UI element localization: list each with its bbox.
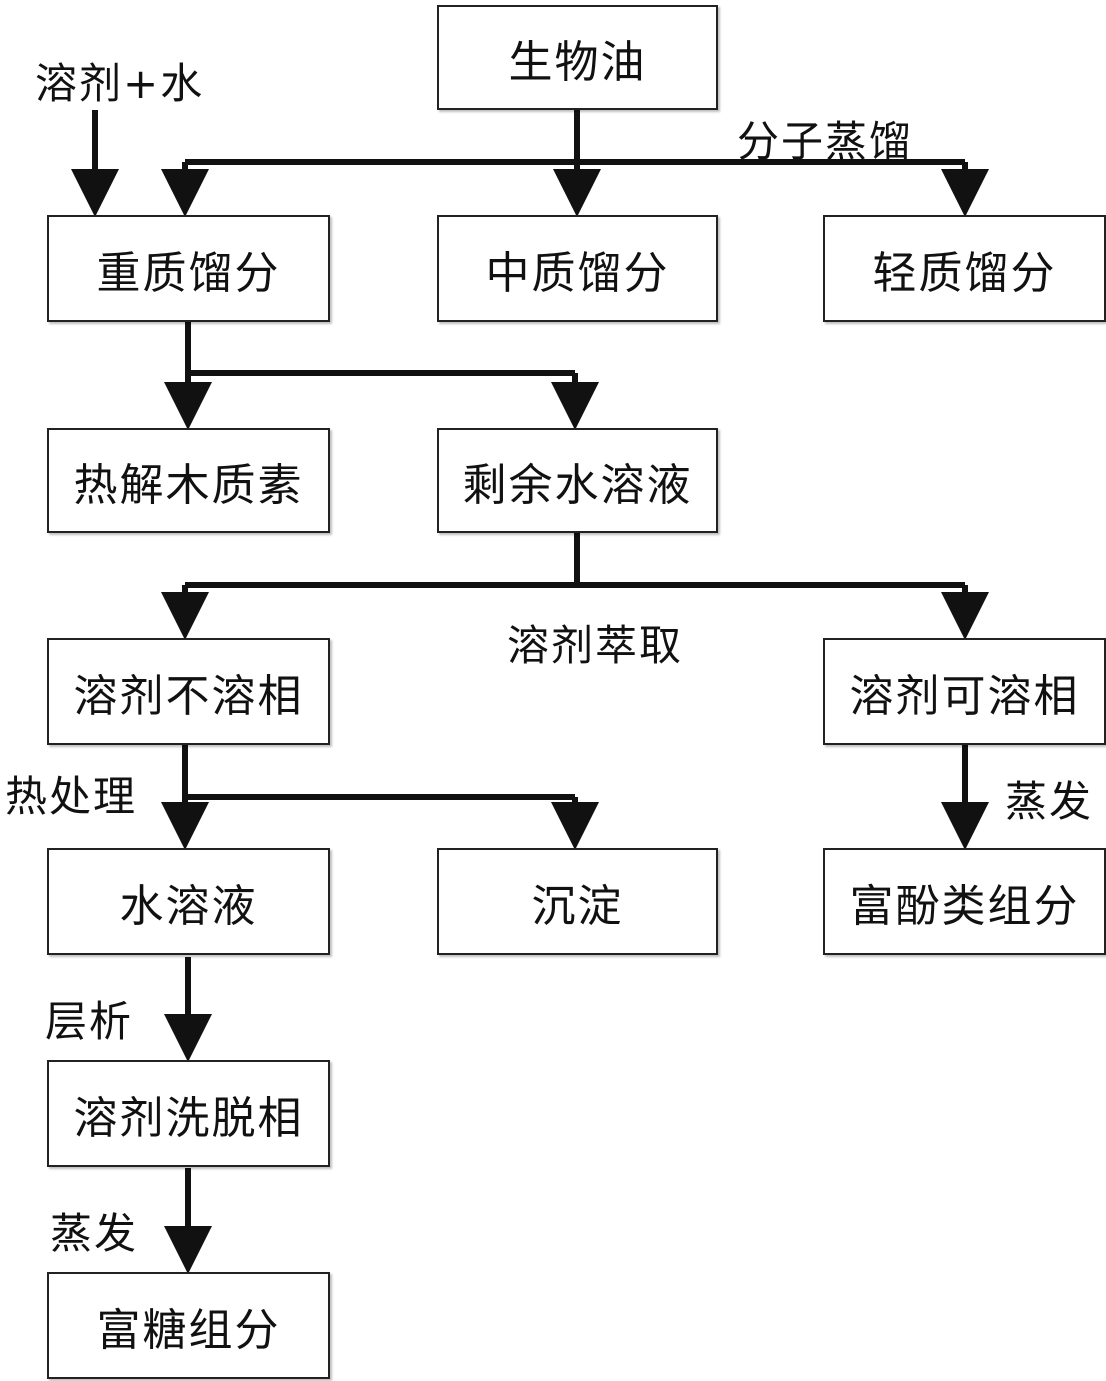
node-middle-fraction: 中质馏分 [437, 215, 718, 322]
label-solvent-water: 溶剂+水 [35, 50, 204, 111]
label-evaporation-right: 蒸发 [1005, 768, 1093, 829]
label-chromatography: 层析 [45, 988, 133, 1049]
node-pyrolytic-lignin: 热解木质素 [47, 428, 330, 533]
node-light-fraction: 轻质馏分 [823, 215, 1106, 322]
node-solvent-eluent: 溶剂洗脱相 [47, 1060, 330, 1167]
node-phenol-rich: 富酚类组分 [823, 848, 1106, 955]
node-residual-aqueous: 剩余水溶液 [437, 428, 718, 533]
label-heat-treatment: 热处理 [5, 763, 137, 824]
node-solvent-soluble: 溶剂可溶相 [823, 638, 1106, 745]
label-evaporation-left: 蒸发 [50, 1200, 138, 1261]
label-solvent-extraction: 溶剂萃取 [507, 612, 683, 673]
node-heavy-fraction: 重质馏分 [47, 215, 330, 322]
node-solvent-insoluble: 溶剂不溶相 [47, 638, 330, 745]
node-bio-oil: 生物油 [437, 5, 718, 110]
node-aqueous-solution: 水溶液 [47, 848, 330, 955]
node-precipitate: 沉淀 [437, 848, 718, 955]
node-sugar-rich: 富糖组分 [47, 1272, 330, 1379]
label-molecular-distillation: 分子蒸馏 [737, 108, 913, 169]
